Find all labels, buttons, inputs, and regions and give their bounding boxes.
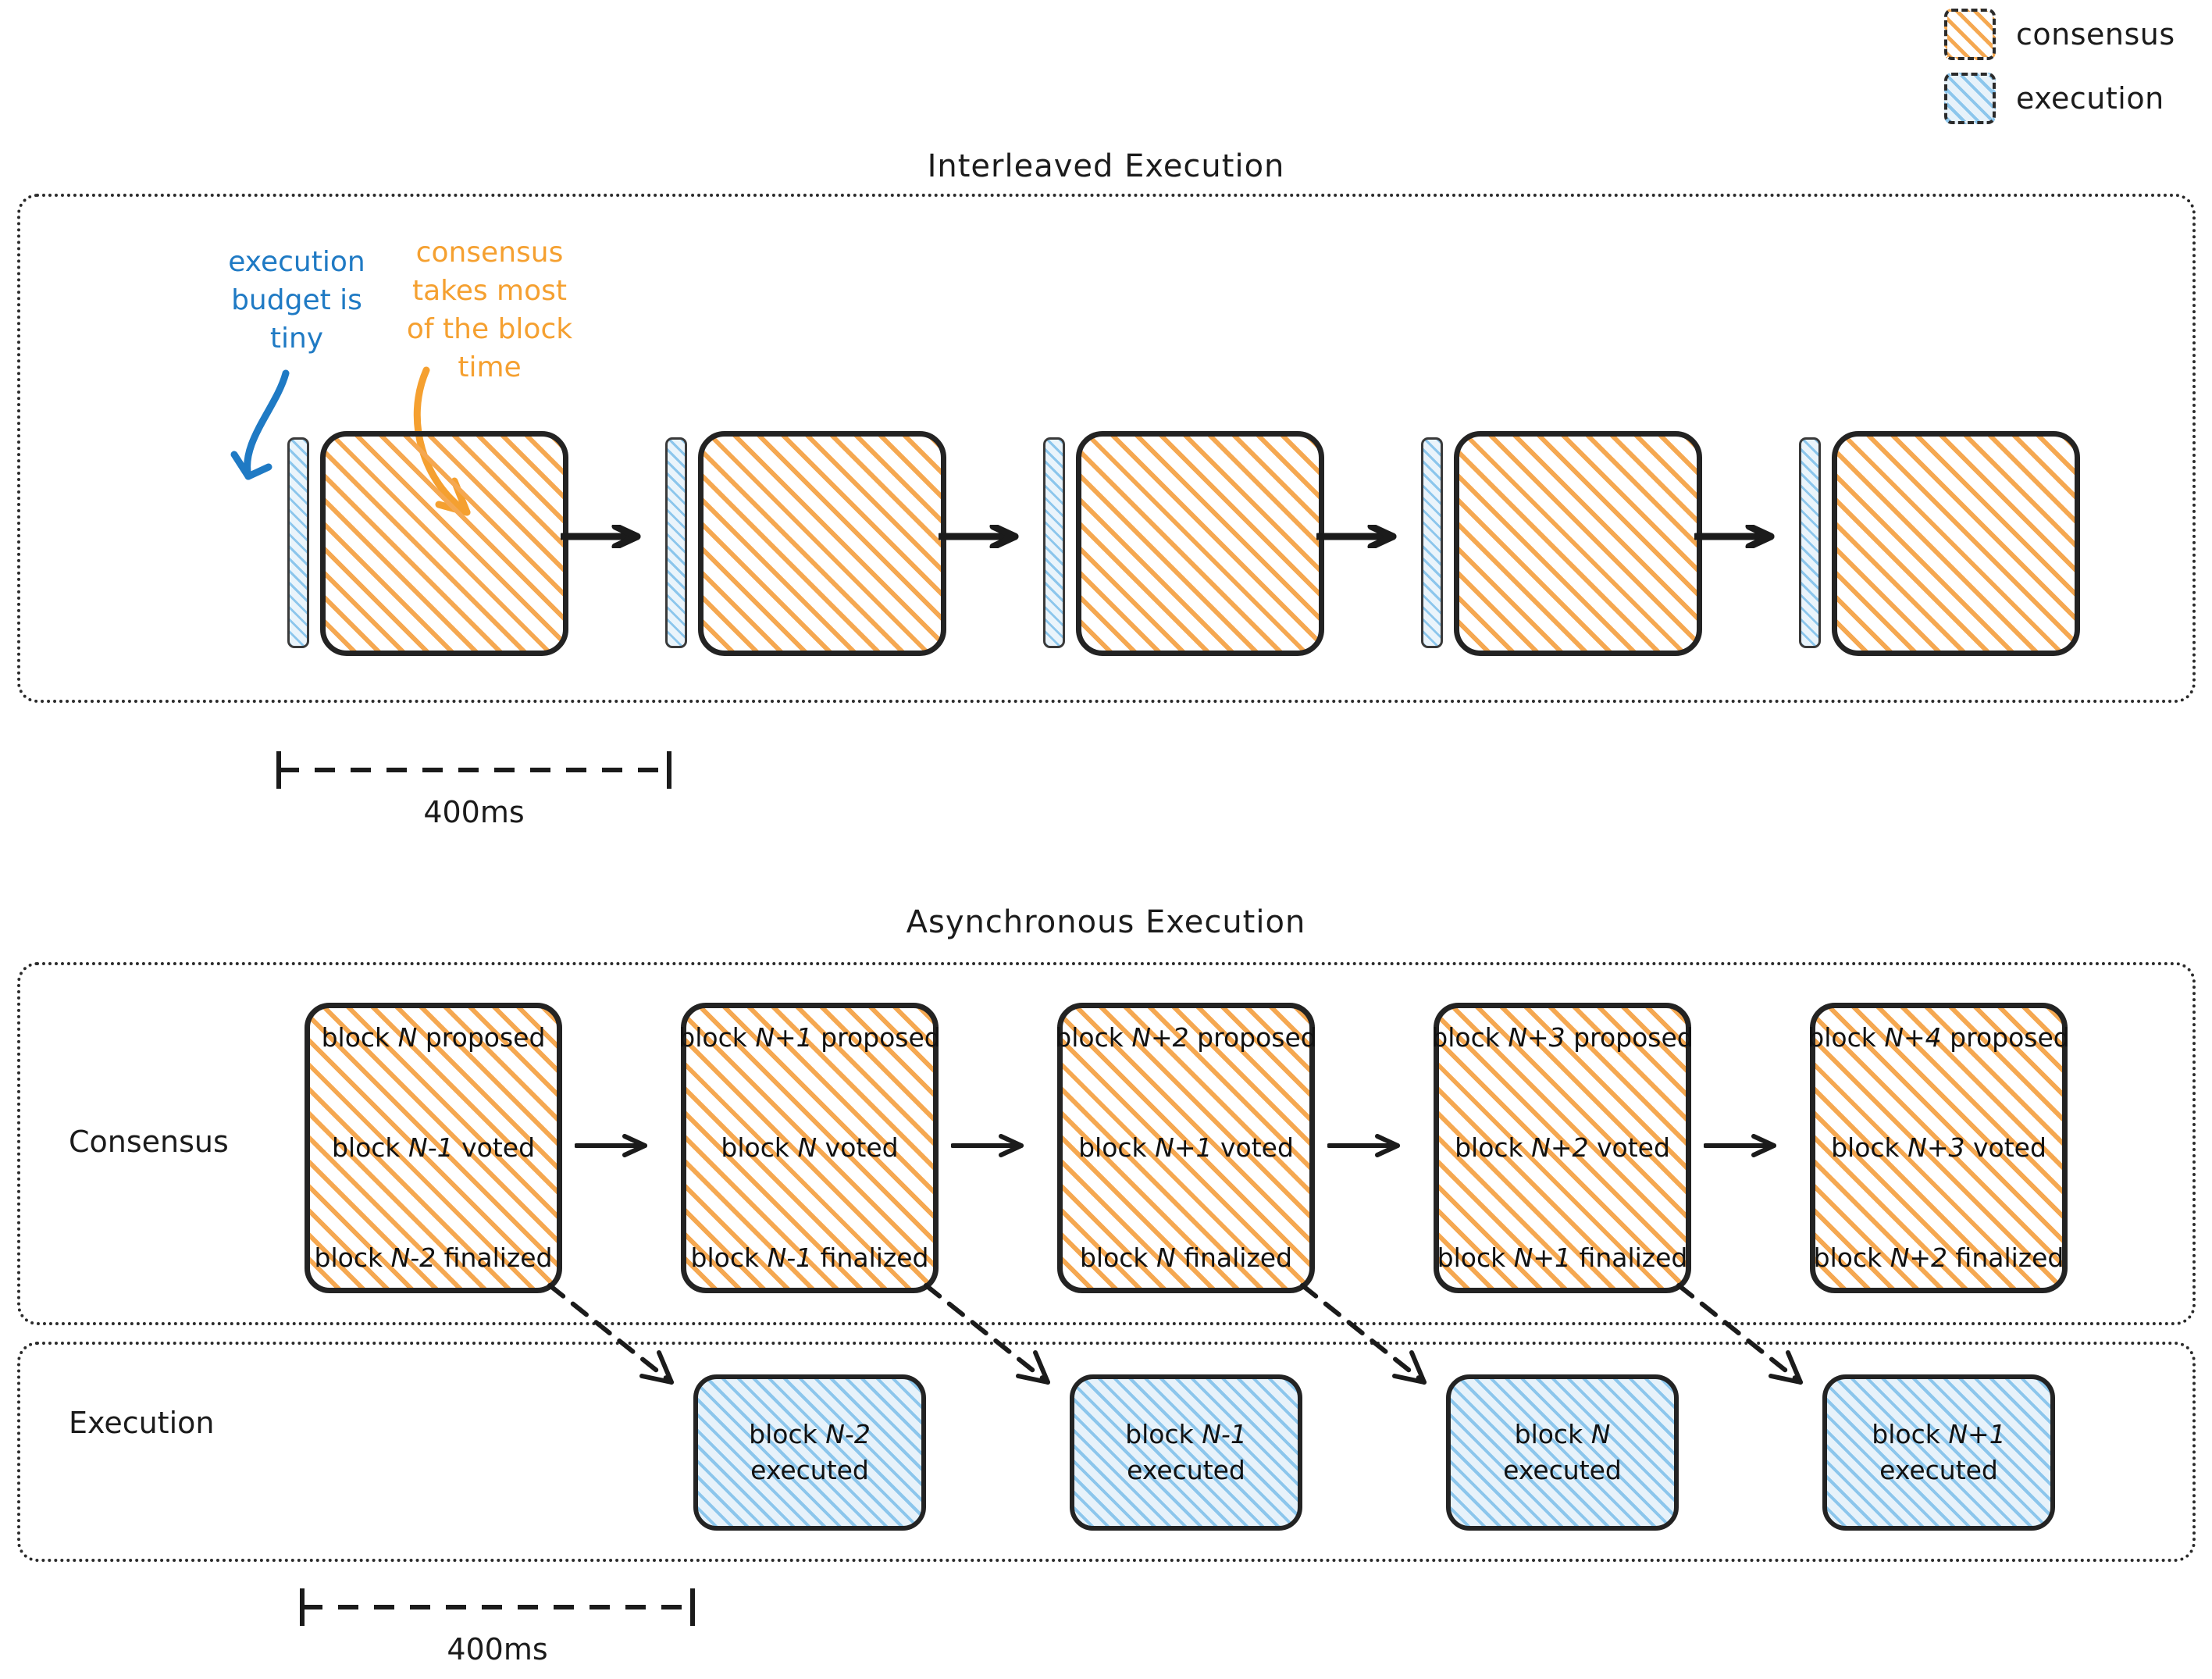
section-title-interleaved: Interleaved Execution [927, 148, 1285, 184]
scale-label-top: 400ms [423, 795, 525, 829]
execution-block-3-line2: executed [1503, 1455, 1622, 1485]
consensus-voted-3: block N+1 voted [1078, 1132, 1294, 1163]
consensus-voted-4: block N+2 voted [1455, 1132, 1670, 1163]
consensus-arrow-3-icon [1327, 1134, 1400, 1157]
interleaved-arrow-2-icon [939, 525, 1019, 548]
scale-400ms-bottom: 400ms [298, 1585, 696, 1671]
interleaved-execution-bar-1 [287, 437, 309, 648]
consensus-swatch-icon [1944, 9, 1996, 60]
interleaved-consensus-block-4 [1454, 431, 1702, 656]
handoff-arrow-4-icon [1676, 1283, 1803, 1385]
consensus-proposed-2: block N+1 proposed [679, 1022, 941, 1053]
interleaved-execution-bar-4 [1421, 437, 1443, 648]
execution-block-4-line2: executed [1879, 1455, 1998, 1485]
consensus-voted-5: block N+3 voted [1831, 1132, 2046, 1163]
legend: consensus execution [1944, 9, 2202, 139]
interleaved-arrow-3-icon [1316, 525, 1397, 548]
handoff-arrow-1-icon [547, 1283, 674, 1385]
execution-block-2: block N-1 executed [1070, 1374, 1302, 1531]
interleaved-consensus-block-1 [320, 431, 568, 656]
execution-row-panel [17, 1342, 2196, 1562]
row-label-consensus: Consensus [69, 1125, 229, 1159]
consensus-block-5: block N+4 proposed block N+3 voted block… [1808, 1003, 2070, 1293]
execution-block-2-line2: executed [1127, 1455, 1245, 1485]
execution-block-1-line2: executed [750, 1455, 869, 1485]
interleaved-consensus-block-3 [1076, 431, 1324, 656]
interleaved-consensus-block-2 [698, 431, 946, 656]
legend-item-consensus: consensus [1944, 9, 2202, 60]
handoff-arrow-2-icon [924, 1283, 1050, 1385]
handoff-arrow-3-icon [1300, 1283, 1427, 1385]
execution-block-2-line1: block N-1 [1125, 1419, 1247, 1450]
legend-label-execution: execution [2016, 81, 2164, 116]
consensus-row-panel [17, 962, 2196, 1325]
execution-block-1-line1: block N-2 [749, 1419, 871, 1450]
scale-400ms-top: 400ms [275, 748, 673, 834]
interleaved-arrow-1-icon [561, 525, 641, 548]
execution-block-3-line1: block N [1514, 1419, 1611, 1450]
consensus-proposed-4: block N+3 proposed [1431, 1022, 1694, 1053]
interleaved-execution-bar-3 [1043, 437, 1065, 648]
annotation-execution-budget: execution budget is tiny [228, 246, 365, 355]
consensus-voted-1: block N-1 voted [331, 1132, 536, 1163]
interleaved-execution-bar-2 [665, 437, 687, 648]
annotation-consensus-share: consensus takes most of the block time [406, 237, 573, 383]
interleaved-consensus-block-5 [1832, 431, 2080, 656]
consensus-block-4: block N+3 proposed block N+2 voted block… [1431, 1003, 1694, 1293]
consensus-finalized-1: block N-2 finalized [314, 1242, 553, 1273]
consensus-proposed-3: block N+2 proposed [1055, 1022, 1317, 1053]
legend-label-consensus: consensus [2016, 17, 2175, 52]
scale-bar-bottom-icon [300, 1588, 695, 1626]
row-label-execution: Execution [69, 1406, 215, 1440]
consensus-block-2: block N+1 proposed block N voted block N… [679, 1003, 941, 1293]
consensus-voted-2: block N voted [721, 1132, 899, 1163]
consensus-arrow-4-icon [1704, 1134, 1776, 1157]
scale-label-bottom: 400ms [447, 1632, 548, 1667]
execution-block-3: block N executed [1446, 1374, 1679, 1531]
execution-block-4: block N+1 executed [1822, 1374, 2055, 1531]
execution-block-1: block N-2 executed [693, 1374, 926, 1531]
section-title-asynchronous: Asynchronous Execution [906, 904, 1306, 940]
interleaved-arrow-4-icon [1694, 525, 1775, 548]
interleaved-execution-bar-5 [1799, 437, 1821, 648]
legend-item-execution: execution [1944, 73, 2202, 124]
consensus-arrow-1-icon [575, 1134, 647, 1157]
consensus-proposed-5: block N+4 proposed [1808, 1022, 2070, 1053]
consensus-block-1: block N proposed block N-1 voted block N… [305, 1003, 562, 1293]
consensus-proposed-1: block N proposed [321, 1022, 546, 1053]
scale-bar-top-icon [276, 751, 671, 789]
annotation-arrow-execution-icon [230, 369, 290, 480]
consensus-finalized-4: block N+1 finalized [1437, 1242, 1688, 1273]
consensus-arrow-2-icon [951, 1134, 1024, 1157]
execution-swatch-icon [1944, 73, 1996, 124]
consensus-finalized-2: block N-1 finalized [690, 1242, 929, 1273]
consensus-block-3: block N+2 proposed block N+1 voted block… [1055, 1003, 1317, 1293]
execution-block-4-line1: block N+1 [1872, 1419, 2006, 1450]
consensus-finalized-5: block N+2 finalized [1813, 1242, 2064, 1273]
consensus-finalized-3: block N finalized [1079, 1242, 1293, 1273]
interleaved-panel [17, 194, 2196, 703]
